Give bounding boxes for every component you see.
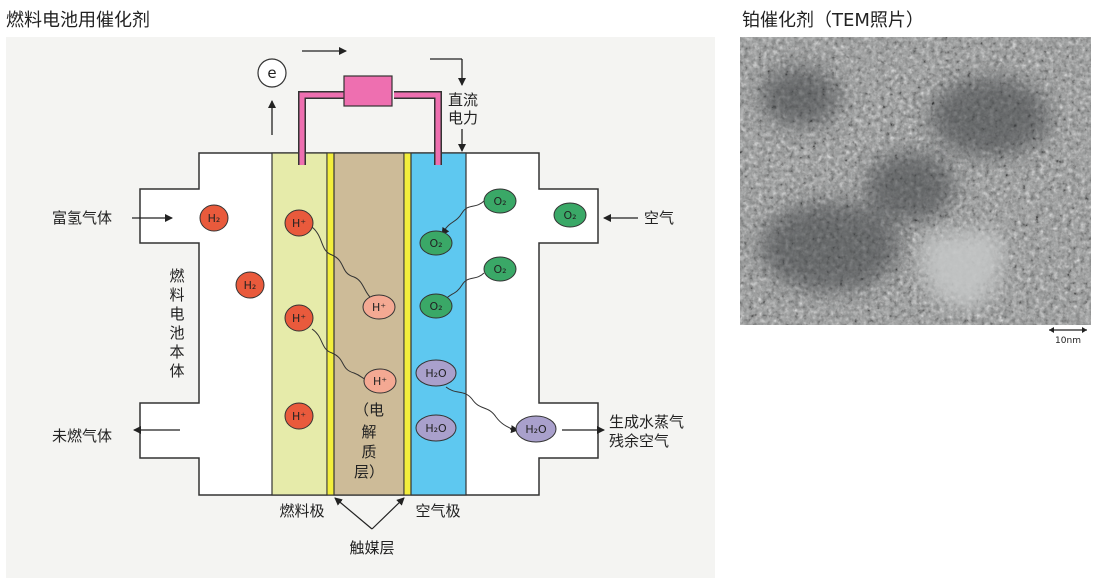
h-plus-label: H⁺	[292, 410, 306, 423]
electrolyte-layer	[333, 152, 405, 496]
molecule-h2o-1: H₂O	[415, 359, 457, 387]
body-label-char: 池	[169, 324, 184, 342]
molecule-h-plus-4: H⁺	[362, 294, 396, 320]
molecule-o2-5: O₂	[553, 202, 587, 228]
air-electrode-label: 空气极	[415, 502, 460, 520]
catalyst-pointer-left	[334, 497, 373, 530]
catalyst-layer-label: 触媒层	[349, 539, 394, 557]
product-line-2: 残余空气	[609, 432, 669, 450]
h2o-label: H₂O	[425, 367, 447, 380]
body-label-char: 料	[169, 286, 184, 304]
molecule-h-plus-5: H⁺	[363, 368, 397, 394]
electrolyte-label-char: （电	[354, 401, 384, 419]
tem-scale-label: 10nm	[1055, 336, 1081, 346]
molecule-o2-2: O₂	[419, 230, 453, 256]
electrolyte-label-char: 质	[361, 443, 376, 461]
load-box	[343, 75, 393, 107]
catalyst-layer-left	[326, 152, 335, 496]
h-plus-path-1	[311, 226, 373, 300]
h-plus-label: H⁺	[372, 301, 386, 314]
h-plus-path-2	[311, 328, 369, 381]
h2o-label: H₂O	[425, 422, 447, 435]
o2-label: O₂	[493, 263, 506, 276]
air-label: 空气	[644, 209, 674, 227]
body-label-char: 电	[169, 305, 184, 323]
product-line-1: 生成水蒸气	[609, 413, 684, 431]
molecule-o2-4: O₂	[419, 293, 453, 319]
dc-power-label-1: 直流	[448, 91, 478, 109]
o2-label: O₂	[493, 195, 506, 208]
fuel-cell-diagram: e 直流 电力 富氢气体 空气 未燃气体 生成水蒸气 残余空气 燃 料 电 池 …	[52, 47, 684, 557]
diagram-title: 燃料电池用催化剂	[6, 10, 150, 31]
o2-path-2	[443, 272, 485, 302]
molecule-o2-3: O₂	[483, 256, 517, 282]
electrolyte-label-char: 解	[361, 423, 376, 441]
h2o-path	[445, 386, 513, 430]
h-plus-label: H⁺	[292, 312, 306, 325]
o2-label: O₂	[429, 300, 442, 313]
molecule-h-plus-2: H⁺	[284, 304, 314, 332]
unburned-gas-label: 未燃气体	[52, 427, 112, 445]
tem-scale-bar: 10nm	[1049, 327, 1087, 346]
molecule-h-plus-3: H⁺	[284, 402, 314, 430]
body-label-char: 燃	[169, 267, 184, 285]
molecule-h2-2: H₂	[235, 271, 265, 299]
tem-light-region	[920, 229, 1004, 309]
h2-label: H₂	[208, 212, 221, 225]
h-plus-label: H⁺	[292, 217, 306, 230]
h2-label: H₂	[244, 279, 257, 292]
catalyst-layer-right	[403, 152, 412, 496]
molecule-h2o-3: H₂O	[515, 415, 557, 443]
hydrogen-rich-gas-label: 富氢气体	[52, 209, 112, 227]
tem-title: 铂催化剂（TEM照片）	[742, 10, 924, 31]
o2-path-1	[443, 200, 485, 232]
electrolyte-label-char: 层）	[354, 463, 384, 481]
h-plus-label: H⁺	[373, 375, 387, 388]
molecule-h2-1: H₂	[199, 204, 229, 232]
air-electrode-layer	[410, 152, 467, 496]
electron-label: e	[267, 64, 276, 82]
fuel-cell-diagram-panel: e 直流 电力 富氢气体 空气 未燃气体 生成水蒸气 残余空气 燃 料 电 池 …	[6, 37, 715, 578]
molecule-o2-1: O₂	[483, 188, 517, 214]
tem-micrograph-image	[740, 37, 1091, 325]
dc-power-label-2: 电力	[448, 109, 478, 127]
o2-label: O₂	[429, 237, 442, 250]
body-label-char: 本	[169, 343, 184, 361]
catalyst-pointer-right	[371, 497, 405, 530]
electron-icon	[257, 58, 287, 88]
body-label-char: 体	[169, 362, 184, 380]
molecule-h2o-2: H₂O	[415, 414, 457, 442]
molecule-h-plus-1: H⁺	[284, 209, 314, 237]
o2-label: O₂	[563, 209, 576, 222]
h2o-label: H₂O	[525, 423, 547, 436]
fuel-electrode-label: 燃料极	[279, 502, 324, 520]
